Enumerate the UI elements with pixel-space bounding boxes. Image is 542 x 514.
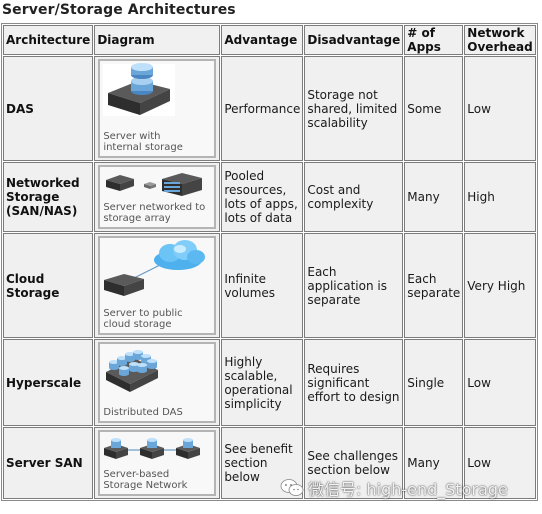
watermark-text: 微信号: high-end_Storage [308, 480, 508, 499]
table-row: Cloud Storage Server to public cloud sto… [3, 233, 536, 338]
architecture-name: Networked Storage (SAN/NAS) [3, 162, 94, 232]
architecture-name: Cloud Storage [3, 233, 94, 338]
header-advantage: Advantage [221, 25, 304, 55]
diagram-cell: Server with internal storage [94, 56, 221, 161]
diagram-caption: Server-based Storage Network [103, 469, 188, 491]
page-title: Server/Storage Architectures [2, 2, 236, 18]
header-disadvantage: Disadvantage [304, 25, 404, 55]
advantage-cell: Infinite volumes [221, 233, 304, 338]
diagram-cloud-storage: Server to public cloud storage [98, 236, 217, 335]
disadvantage-cell: Storage not shared, limited scalability [304, 56, 404, 161]
distributed-das-icon [106, 350, 159, 392]
server-cloud-icon [104, 240, 206, 296]
server-with-storage-icon [103, 63, 176, 116]
network-overhead-cell: Low [464, 427, 536, 499]
apps-cell: Each separate [404, 233, 464, 338]
apps-cell: Many [404, 427, 464, 499]
server-based-network-icon [104, 438, 201, 459]
architecture-table: Architecture Diagram Advantage Disadvant… [1, 23, 538, 501]
table-row: Server SAN [3, 427, 536, 499]
diagram-cell: Distributed DAS [94, 339, 221, 426]
header-network-overhead: Network Overhead [464, 25, 536, 55]
header-architecture: Architecture [3, 25, 94, 55]
disadvantage-cell: Requires significant effort to design [304, 339, 404, 426]
watermark: 微信号: high-end_Storage [280, 476, 508, 500]
table-row: Hyperscale Distributed DAS [3, 339, 536, 426]
disadvantage-cell: See challenges section below [304, 427, 404, 499]
network-overhead-cell: Low [464, 56, 536, 161]
apps-cell: Many [404, 162, 464, 232]
diagram-networked-storage: Server networked to storage array [98, 165, 217, 229]
table-header-row: Architecture Diagram Advantage Disadvant… [3, 25, 536, 55]
header-diagram: Diagram [94, 25, 221, 55]
network-overhead-cell: High [464, 162, 536, 232]
table-row: DAS Server with internal storage Per [3, 56, 536, 161]
network-overhead-cell: Very High [464, 233, 536, 338]
disadvantage-cell: Each application is separate [304, 233, 404, 338]
diagram-hyperscale: Distributed DAS [98, 342, 217, 423]
network-overhead-cell: Low [464, 339, 536, 426]
diagram-caption: Server with internal storage [103, 131, 183, 153]
apps-cell: Some [404, 56, 464, 161]
advantage-cell: Pooled resources, lots of apps, lots of … [221, 162, 304, 232]
architecture-name: Server SAN [3, 427, 94, 499]
diagram-caption: Server networked to storage array [103, 202, 206, 224]
server-network-array-icon [106, 173, 203, 196]
wechat-icon [280, 479, 304, 496]
header-apps: # of Apps [404, 25, 464, 55]
diagram-cell: Server-based Storage Network [94, 427, 221, 499]
diagram-cell: Server networked to storage array [94, 162, 221, 232]
diagram-caption: Distributed DAS [103, 407, 183, 418]
diagram-server-san: Server-based Storage Network [98, 430, 217, 496]
diagram-cell: Server to public cloud storage [94, 233, 221, 338]
disadvantage-cell: Cost and complexity [304, 162, 404, 232]
diagram-das: Server with internal storage [98, 59, 217, 158]
advantage-cell: Performance [221, 56, 304, 161]
advantage-cell: Highly scalable, operational simplicity [221, 339, 304, 426]
architecture-name: Hyperscale [3, 339, 94, 426]
architecture-name: DAS [3, 56, 94, 161]
apps-cell: Single [404, 339, 464, 426]
diagram-caption: Server to public cloud storage [103, 308, 183, 330]
table-row: Networked Storage (SAN/NAS) Se [3, 162, 536, 232]
